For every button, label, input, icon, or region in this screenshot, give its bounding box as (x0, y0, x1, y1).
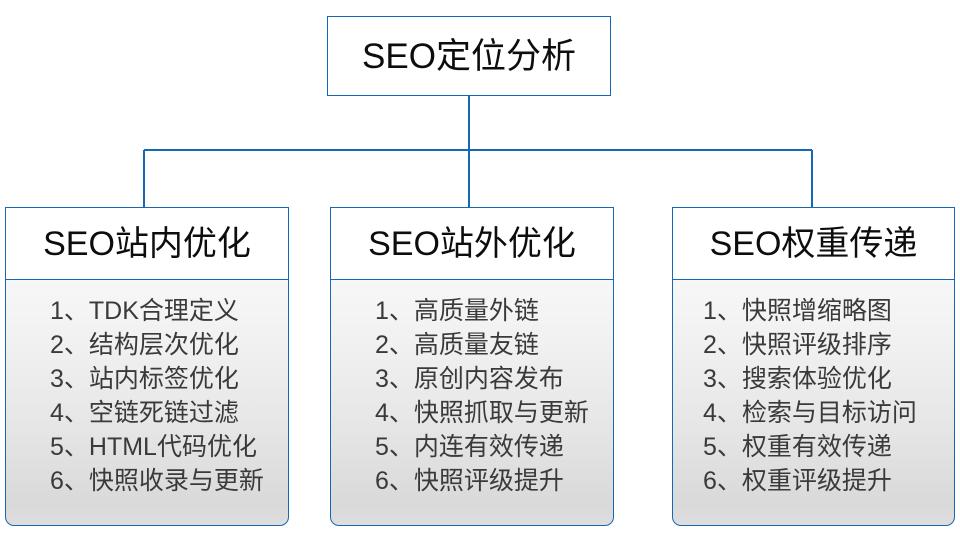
list-item: 1、TDK合理定义 (50, 297, 239, 326)
branch-item-list: 1、TDK合理定义 2、结构层次优化 3、站内标签优化 4、空链死链过滤 5、H… (6, 294, 264, 498)
branch-header-label: SEO权重传递 (709, 225, 918, 263)
list-item: 5、内连有效传递 (375, 433, 564, 462)
list-item: 6、快照收录与更新 (50, 467, 264, 496)
list-item: 3、原创内容发布 (375, 365, 564, 394)
list-item: 5、HTML代码优化 (50, 433, 257, 462)
branch-weight-transfer: SEO权重传递 1、快照增缩略图 2、快照评级排序 3、搜索体验优化 4、检索与… (672, 207, 955, 527)
list-item: 4、空链死链过滤 (50, 399, 239, 428)
list-item: 3、搜索体验优化 (703, 365, 892, 394)
branch-header-off-site[interactable]: SEO站外优化 (330, 207, 614, 281)
list-item: 1、高质量外链 (375, 297, 539, 326)
list-item: 4、快照抓取与更新 (375, 399, 589, 428)
branch-body-weight-transfer: 1、快照增缩略图 2、快照评级排序 3、搜索体验优化 4、检索与目标访问 5、权… (672, 279, 955, 527)
branch-header-on-site[interactable]: SEO站内优化 (5, 207, 289, 281)
list-item: 2、高质量友链 (375, 331, 539, 360)
list-item: 6、快照评级提升 (375, 467, 564, 496)
list-item: 3、站内标签优化 (50, 365, 239, 394)
branch-on-site: SEO站内优化 1、TDK合理定义 2、结构层次优化 3、站内标签优化 4、空链… (5, 207, 289, 527)
branch-header-label: SEO站内优化 (43, 225, 251, 263)
list-item: 2、结构层次优化 (50, 331, 239, 360)
list-item: 4、检索与目标访问 (703, 399, 917, 428)
root-node-label: SEO定位分析 (362, 36, 576, 76)
list-item: 2、快照评级排序 (703, 331, 892, 360)
list-item: 6、权重评级提升 (703, 467, 892, 496)
branch-header-weight-transfer[interactable]: SEO权重传递 (672, 207, 955, 281)
root-node[interactable]: SEO定位分析 (327, 16, 611, 96)
list-item: 1、快照增缩略图 (703, 297, 892, 326)
branch-off-site: SEO站外优化 1、高质量外链 2、高质量友链 3、原创内容发布 4、快照抓取与… (330, 207, 614, 527)
list-item: 5、权重有效传递 (703, 433, 892, 462)
branch-header-label: SEO站外优化 (368, 225, 576, 263)
branch-item-list: 1、快照增缩略图 2、快照评级排序 3、搜索体验优化 4、检索与目标访问 5、权… (673, 294, 917, 498)
branch-body-on-site: 1、TDK合理定义 2、结构层次优化 3、站内标签优化 4、空链死链过滤 5、H… (5, 279, 289, 527)
branch-item-list: 1、高质量外链 2、高质量友链 3、原创内容发布 4、快照抓取与更新 5、内连有… (331, 294, 589, 498)
branch-body-off-site: 1、高质量外链 2、高质量友链 3、原创内容发布 4、快照抓取与更新 5、内连有… (330, 279, 614, 527)
